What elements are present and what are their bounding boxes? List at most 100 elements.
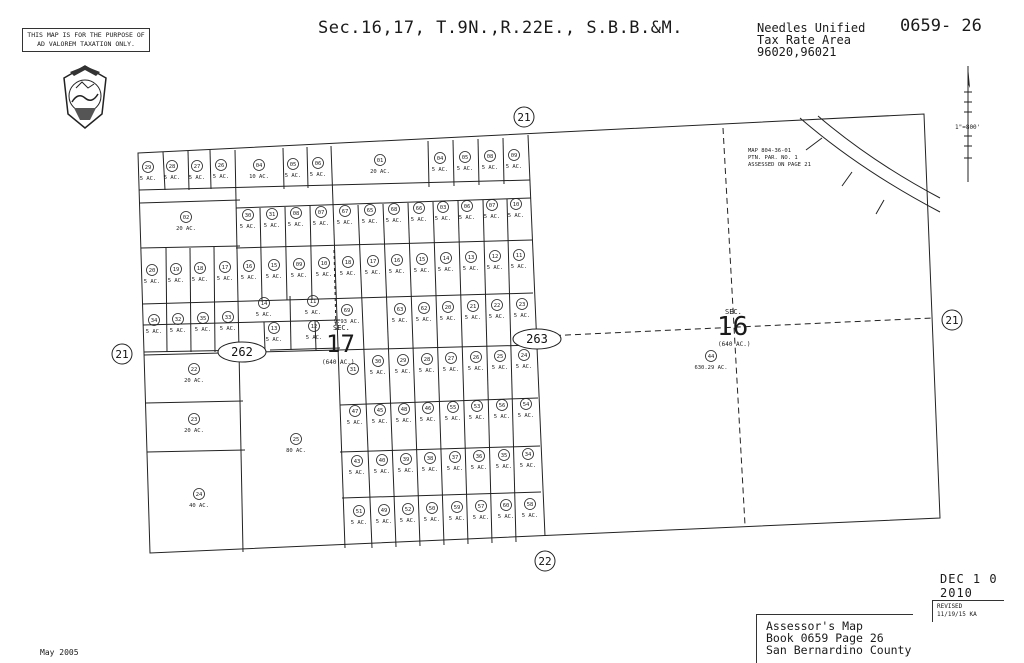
railroad-note: MAP 804-36-01 PTN. PAR. NO. 1 ASSESSED O… <box>748 148 811 169</box>
parcel-number: 67 <box>342 209 349 215</box>
revision-box: REVISED 11/19/15 KA <box>932 600 1004 622</box>
parcel-acreage: 5 AC. <box>305 310 322 316</box>
parcel-acreage: 5 AC. <box>241 275 258 281</box>
parcel-acreage: 5 AC. <box>164 175 181 181</box>
parcel-number: 07 <box>489 203 496 209</box>
parcel-number: 46 <box>425 406 432 412</box>
disclaimer-box: THIS MAP IS FOR THE PURPOSE OF AD VALORE… <box>22 28 150 52</box>
rail-note-line-1: MAP 804-36-01 <box>748 148 792 154</box>
parcel-number: 56 <box>499 403 506 409</box>
parcel-number: 37 <box>452 455 459 461</box>
parcel-acreage: 5 AC. <box>447 466 464 472</box>
parcel-acreage: 5 AC. <box>438 267 455 273</box>
parcel-number: 54 <box>523 402 530 408</box>
parcel-number-circle <box>349 405 361 417</box>
parcel-number: 04 <box>256 163 263 169</box>
parcel-acreage: 5 AC. <box>459 215 476 221</box>
parcel-acreage: 5 AC. <box>422 467 439 473</box>
parcel-number: 21 <box>470 304 477 310</box>
parcel-acreage: 5 AC. <box>362 219 379 225</box>
parcel-number-circle <box>467 300 479 312</box>
parcel-acreage: 5 AC. <box>516 364 533 370</box>
parcel-number: 23 <box>191 417 198 423</box>
parcel-number: 26 <box>473 355 480 361</box>
parcel-number: 18 <box>345 260 352 266</box>
north-arrow-icon <box>946 62 990 190</box>
parcel-number: 57 <box>478 504 485 510</box>
parcel-acreage: 5 AC. <box>288 222 305 228</box>
parcel-acreage: 5 AC. <box>306 335 323 341</box>
parcel-number-circle <box>516 298 528 310</box>
parcel-number-circle <box>318 257 330 269</box>
parcel-number-circle <box>473 450 485 462</box>
parcel-number: 10 <box>321 261 328 267</box>
parcel-acreage: 5 AC. <box>398 468 415 474</box>
parcel-acreage: 5 AC. <box>217 276 234 282</box>
parcel-acreage: 5 AC. <box>374 469 391 475</box>
quarter-line-horizontal <box>544 317 933 337</box>
parcel-acreage: 5 AC. <box>213 174 230 180</box>
parcel-number-circle <box>378 504 390 516</box>
parcel-number: 05 <box>290 162 297 168</box>
parcel-number: 44 <box>708 354 715 360</box>
parcel-number-circle <box>243 260 255 272</box>
parcel-acreage: 5 AC. <box>445 416 462 422</box>
parcel-acreage: 5 AC. <box>492 365 509 371</box>
parcel-number-circle <box>522 448 534 460</box>
parcel-number: 33 <box>225 315 232 321</box>
parcel-number-circle <box>422 402 434 414</box>
adjacent-page-circle <box>941 309 963 331</box>
parcel-number: 34 <box>525 452 532 458</box>
parcel-number-circle <box>148 314 160 326</box>
parcel-number-circle <box>374 154 386 166</box>
sec16-number: 16 <box>717 312 749 342</box>
parcel-number: 14 <box>443 256 450 262</box>
parcel-acreage: 5 AC. <box>351 520 368 526</box>
parcel-number-circle <box>351 455 363 467</box>
parcel-number-circle <box>440 252 452 264</box>
parcel-acreage: 630.29 AC. <box>694 365 727 371</box>
parcel-number: 03 <box>440 205 447 211</box>
parcel-number: 19 <box>173 267 180 273</box>
parcel-number: 25 <box>497 354 504 360</box>
parcel-number: 27 <box>194 164 201 170</box>
sec17-acres: (640 AC.) <box>322 359 355 366</box>
parcel-acreage: 5 AC. <box>313 221 330 227</box>
parcel-acreage: 5 AC. <box>520 463 537 469</box>
parcel-number: 27 <box>448 356 455 362</box>
parcel-acreage: 5 AC. <box>340 271 357 277</box>
parcel-acreage: 20 AC. <box>176 226 196 232</box>
parcel-number-circle <box>518 349 530 361</box>
parcel-acreage: 5 AC. <box>449 516 466 522</box>
parcel-number-circle <box>475 500 487 512</box>
parcel-acreage: 5 AC. <box>420 417 437 423</box>
parcel-number-circle <box>418 302 430 314</box>
scale-label: 1"=800' <box>955 124 981 131</box>
parcel-number: 06 <box>464 204 471 210</box>
parcel-number-circle <box>388 203 400 215</box>
revision-label: REVISED <box>937 603 963 610</box>
parcel-number-circle <box>253 159 265 171</box>
parcel-number: 22 <box>494 303 501 309</box>
parcel-number: 29 <box>145 165 152 171</box>
parcel-number: 17 <box>370 259 377 265</box>
parcel-number: 06 <box>315 161 322 167</box>
parcel-acreage: 5 AC. <box>392 318 409 324</box>
parcel-acreage: 5 AC. <box>337 220 354 226</box>
parcel-number: 50 <box>429 506 436 512</box>
quarter-line-vertical <box>722 127 746 526</box>
adjacent-page-left: 21 <box>115 348 128 361</box>
parcel-acreage: 5 AC. <box>419 368 436 374</box>
parcel-number-circle <box>146 264 158 276</box>
parcel-number-circle <box>510 198 522 210</box>
parcel-acreage: 5 AC. <box>506 164 523 170</box>
parcel-acreage: 5 AC. <box>457 166 474 172</box>
parcel-number-circle <box>367 255 379 267</box>
parcel-number: 39 <box>403 457 410 463</box>
district-line-3: 96020,96021 <box>757 45 837 59</box>
parcel-number-circle <box>308 320 320 332</box>
parcel-number-circle <box>447 401 459 413</box>
parcel-number-circle <box>180 211 192 223</box>
parcel-number-circle <box>342 256 354 268</box>
parcel-number: 02 <box>183 215 190 221</box>
